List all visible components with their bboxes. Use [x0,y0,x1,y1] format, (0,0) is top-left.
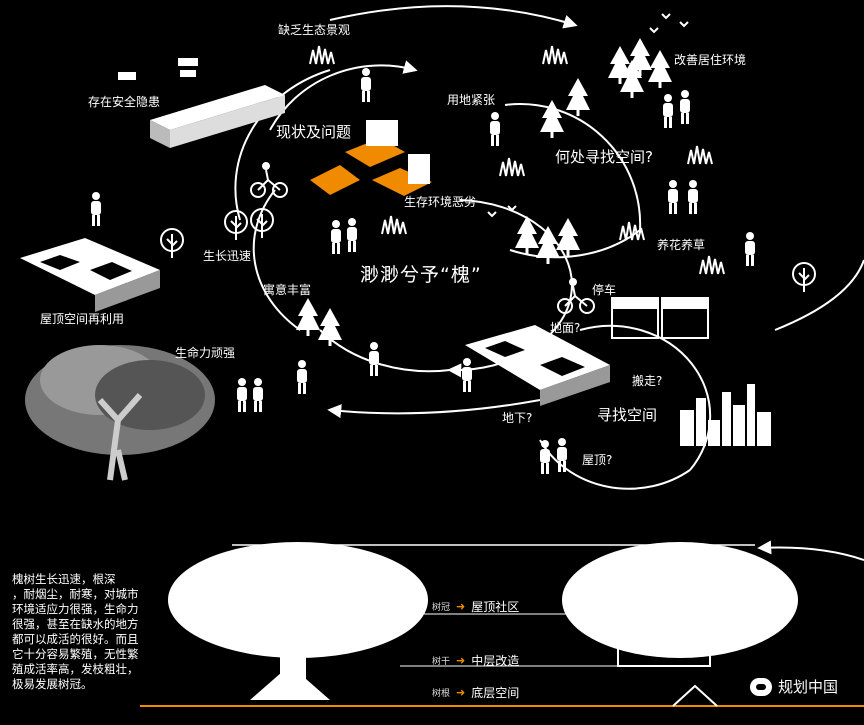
label-move-away: 搬走? [632,374,663,388]
label-roof: 屋顶? [582,453,613,467]
label-vitality: 生命力顽强 [175,346,236,360]
layer-root: 树根 ➜ 底层空间 [432,684,519,701]
arrow-icon: ➜ [456,654,466,667]
old-tree [25,345,215,481]
label-roof-reuse: 屋顶空间再利用 [40,312,125,326]
cycle-arrows [234,5,864,561]
tree-section [140,542,864,707]
label-lack-landscape: 缺乏生态景观 [278,23,351,37]
page-title: 渺渺兮予“槐” [360,264,482,286]
label-flowers-plants: 养花养草 [657,238,706,252]
arrow-icon: ➜ [456,600,466,613]
layer-label: 屋顶社区 [471,600,520,614]
label-find-space: 寻找空间 [597,406,658,424]
layer-crown: 树冠 ➜ 屋顶社区 [432,598,519,615]
label-fast-growth: 生长迅速 [203,249,252,263]
layer-tag: 树干 [432,657,451,667]
label-poor-environment: 生存环境恶劣 [404,195,477,209]
plaza-tiles [310,120,432,196]
watermark: 规划中国 [749,676,838,697]
label-ground: 地面? [550,321,581,335]
building-block [118,58,285,148]
layer-tag: 树冠 [432,603,451,613]
watermark-text: 规划中国 [777,678,838,696]
label-rich-meaning: 寓意丰富 [263,283,312,297]
stalls [611,297,709,339]
wechat-icon [749,677,772,696]
description-text: 槐树生长迅速，根深 ，耐烟尘，耐寒，对城市 环境适应力很强，生命力 很强，甚至在… [12,572,139,691]
label-land-tight: 用地紧张 [447,93,496,107]
roof-buildings-right [465,325,610,406]
label-safety-hazard: 存在安全隐患 [88,95,161,109]
arrow-icon: ➜ [456,686,466,699]
label-parking: 停车 [592,283,617,297]
roof-buildings [20,238,160,312]
layer-label: 底层空间 [471,686,520,700]
bird-icons [487,13,689,218]
skyline [680,384,771,446]
layer-label: 中层改造 [471,654,520,668]
label-underground: 地下? [502,411,533,425]
layer-tag: 树根 [432,689,451,699]
layer-trunk: 树干 ➜ 中层改造 [432,652,519,669]
label-status-problem: 现状及问题 [276,123,352,141]
label-where-space: 何处寻找空间? [555,148,653,166]
cyclist-icons [250,162,595,314]
label-improve-living: 改善居住环境 [674,53,747,67]
